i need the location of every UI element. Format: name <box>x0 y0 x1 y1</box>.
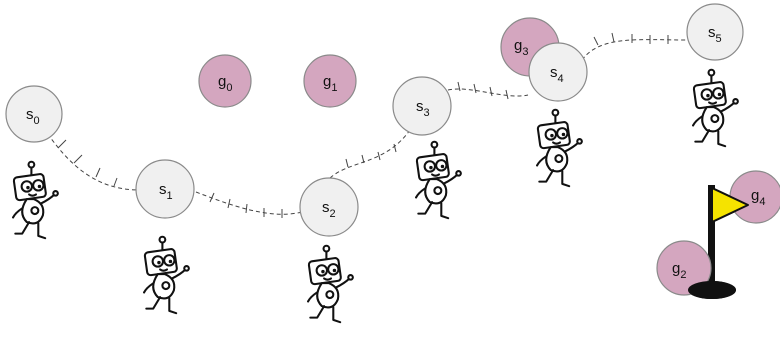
state-nodes: s0 s1 s2 s3 s4 s5 <box>5 3 744 237</box>
state-s3-base: s <box>416 98 424 115</box>
state-s3-sub: 3 <box>424 107 430 119</box>
robot-icon <box>306 244 354 324</box>
state-node-s3: s3 <box>392 76 452 136</box>
step-ticks <box>57 32 669 218</box>
goal-node-g2: g2 <box>656 240 712 296</box>
path-s3-s4 <box>447 88 529 97</box>
robot-icon <box>691 68 739 148</box>
path-s2-s3 <box>329 129 411 179</box>
robot-icon <box>535 108 583 188</box>
goal-g4-sub: 4 <box>759 196 765 208</box>
path-s4-s5 <box>581 39 689 61</box>
state-s2-base: s <box>322 199 330 216</box>
state-s5-base: s <box>708 24 716 41</box>
svg-text:s1: s1 <box>159 181 173 202</box>
state-s2-sub: 2 <box>330 208 336 220</box>
svg-text:g2: g2 <box>672 260 686 281</box>
svg-text:s4: s4 <box>550 64 564 85</box>
goal-g2-base: g <box>672 260 680 277</box>
svg-text:g1: g1 <box>323 73 337 94</box>
goal-g4-base: g <box>751 187 759 204</box>
goal-g2-sub: 2 <box>680 269 686 281</box>
goal-g0-base: g <box>218 73 226 90</box>
robot-icon <box>414 140 462 220</box>
robot-icon <box>11 160 59 240</box>
state-node-s4: s4 <box>528 42 588 102</box>
state-s0-sub: 0 <box>34 115 40 127</box>
state-node-s5: s5 <box>686 3 744 61</box>
robots <box>11 68 739 324</box>
goal-g3-base: g <box>514 37 522 54</box>
goal-node-g1: g1 <box>303 54 357 108</box>
goal-g1-base: g <box>323 73 331 90</box>
svg-text:s0: s0 <box>26 106 40 127</box>
state-s0-base: s <box>26 106 34 123</box>
svg-text:s3: s3 <box>416 98 430 119</box>
svg-text:s2: s2 <box>322 199 336 220</box>
robot-icon <box>142 235 190 315</box>
goal-node-g4: g4 <box>729 170 780 224</box>
state-s1-sub: 1 <box>167 190 173 202</box>
svg-text:g4: g4 <box>751 187 765 208</box>
state-s5-sub: 5 <box>716 33 722 45</box>
goal-g1-sub: 1 <box>331 82 337 94</box>
state-s1-base: s <box>159 181 167 198</box>
state-s4-base: s <box>550 64 558 81</box>
state-s4-sub: 4 <box>558 73 564 85</box>
state-node-s1: s1 <box>135 159 195 219</box>
goal-g0-sub: 0 <box>226 82 232 94</box>
svg-text:s5: s5 <box>708 24 722 45</box>
svg-text:g0: g0 <box>218 73 232 94</box>
state-node-s2: s2 <box>299 177 359 237</box>
path-s1-s2 <box>195 191 303 215</box>
svg-text:g3: g3 <box>514 37 528 58</box>
goal-g3-sub: 3 <box>522 46 528 58</box>
goal-node-g0: g0 <box>198 54 252 108</box>
state-node-s0: s0 <box>5 85 63 143</box>
